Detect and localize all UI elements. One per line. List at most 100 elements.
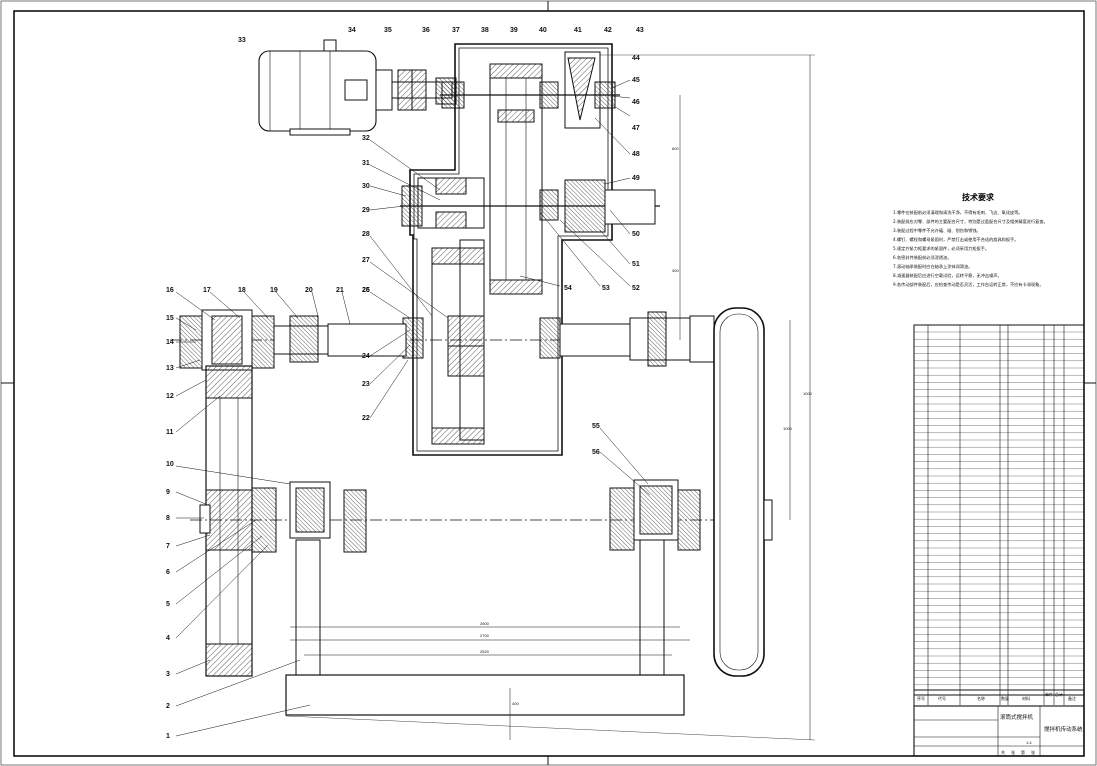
tech-note-9: 9.各传动部件装配后，应检查传动是否灵活，工作台运转正常，不应有卡滞现象。 <box>893 281 1044 288</box>
roller-shaft-assembly <box>190 479 770 553</box>
tech-note-3: 3.装配过程中零件不允许磕、碰、划伤和锈蚀。 <box>893 227 981 234</box>
bom-header-name: 名称 <box>977 695 985 701</box>
part-label-25: 25 <box>362 287 370 294</box>
part-label-7: 7 <box>166 543 170 550</box>
part-label-38: 38 <box>481 27 489 34</box>
part-label-18: 18 <box>238 287 246 294</box>
part-label-1: 1 <box>166 733 170 740</box>
bom-header-code: 代号 <box>938 695 946 701</box>
part-label-43: 43 <box>636 27 644 34</box>
dimension-texts: 2600 2700 2520 400 600 300 1000 1000 <box>480 146 813 706</box>
title-block-scale: 1:4 <box>1026 740 1032 745</box>
title-block: 滚筒式搅拌机 搅拌机传动系统 1:4 共 张 第 张 <box>913 705 1085 757</box>
part-label-4: 4 <box>166 635 170 642</box>
right-tire-wheel <box>713 307 773 677</box>
part-label-33: 33 <box>238 37 246 44</box>
part-label-2: 2 <box>166 703 170 710</box>
part-label-34: 34 <box>348 27 356 34</box>
dim-300: 300 <box>672 268 679 273</box>
part-label-55: 55 <box>592 423 600 430</box>
part-labels: 16 17 18 19 20 21 25 15 14 13 12 11 10 9… <box>166 27 644 740</box>
tech-note-5: 5.规定拧紧力矩要求的紧固件，必须采用力矩扳手。 <box>893 245 989 252</box>
part-label-40: 40 <box>539 27 547 34</box>
part-label-32: 32 <box>362 135 370 142</box>
tech-note-7: 7.滚动轴承装配时应在轴承上涂抹润滑油。 <box>893 263 972 270</box>
part-label-5: 5 <box>166 601 170 608</box>
sheet-mark-2: 张 <box>1011 749 1015 755</box>
part-label-41: 41 <box>574 27 582 34</box>
part-label-56: 56 <box>592 449 600 456</box>
part-label-49: 49 <box>632 175 640 182</box>
tech-note-2: 2.装配前应对零、部件的主要配合尺寸，特别是过盈配合尺寸及相关精度进行复查。 <box>893 218 1048 225</box>
main-shaft-assembly <box>170 309 720 371</box>
part-label-16: 16 <box>166 287 174 294</box>
leader-lines <box>175 79 651 737</box>
tech-note-4: 4.螺钉、螺栓和螺母紧固时，严禁打击或使用不合适的旋具和扳手。 <box>893 236 1018 243</box>
part-label-24: 24 <box>362 353 370 360</box>
part-label-14: 14 <box>166 339 174 346</box>
bom-header-unit: 单件 <box>1045 691 1053 697</box>
dimension-lines <box>285 54 816 741</box>
part-label-47: 47 <box>632 125 640 132</box>
dim-2600: 2600 <box>480 621 490 626</box>
part-label-51: 51 <box>632 261 640 268</box>
dim-400: 400 <box>512 701 519 706</box>
part-label-6: 6 <box>166 569 170 576</box>
sheet-mark-1: 共 <box>1001 749 1005 755</box>
part-label-22: 22 <box>362 415 370 422</box>
gearbox-housing <box>400 43 660 456</box>
part-label-31: 31 <box>362 160 370 167</box>
part-label-50: 50 <box>632 231 640 238</box>
tech-note-6: 6.各密封件装配前必须浸透油。 <box>893 254 951 261</box>
part-label-44: 44 <box>632 55 640 62</box>
part-label-53: 53 <box>602 285 610 292</box>
input-coupling <box>391 69 457 111</box>
part-label-9: 9 <box>166 489 170 496</box>
part-label-35: 35 <box>384 27 392 34</box>
dim-2700: 2700 <box>480 633 490 638</box>
part-label-36: 36 <box>422 27 430 34</box>
part-label-13: 13 <box>166 365 174 372</box>
part-label-12: 12 <box>166 393 174 400</box>
part-label-10: 10 <box>166 461 174 468</box>
part-label-42: 42 <box>604 27 612 34</box>
part-label-19: 19 <box>270 287 278 294</box>
part-label-48: 48 <box>632 151 640 158</box>
technical-requirements: 技术要求 1.零件在装配前必须清理和清洗干净，不得有毛刺、飞边、氧化皮等。 2.… <box>893 192 1048 288</box>
part-label-17: 17 <box>203 287 211 294</box>
tech-note-8: 8.减速器装配后应进行空载试验，运转平稳，无冲击噪声。 <box>893 272 1002 279</box>
sheet-mark-4: 张 <box>1031 749 1035 755</box>
part-label-23: 23 <box>362 381 370 388</box>
part-label-28: 28 <box>362 231 370 238</box>
part-label-37: 37 <box>452 27 460 34</box>
dim-1000: 1000 <box>803 391 813 396</box>
part-label-3: 3 <box>166 671 170 678</box>
part-label-52: 52 <box>632 285 640 292</box>
dim-2520: 2520 <box>480 649 490 654</box>
part-label-27: 27 <box>362 257 370 264</box>
left-support-wheel <box>199 365 253 677</box>
part-label-8: 8 <box>166 515 170 522</box>
part-label-11: 11 <box>166 429 174 436</box>
dim-1000b: 1000 <box>783 426 793 431</box>
tech-note-1: 1.零件在装配前必须清理和清洗干净，不得有毛刺、飞边、氧化皮等。 <box>893 209 1023 216</box>
part-label-45: 45 <box>632 77 640 84</box>
bom-header-qty: 数量 <box>1001 695 1009 701</box>
part-label-26: 26 <box>362 287 370 294</box>
part-label-39: 39 <box>510 27 518 34</box>
bom-header-remark: 备注 <box>1068 695 1076 701</box>
title-block-name: 滚筒式搅拌机 <box>1000 713 1034 721</box>
part-label-21: 21 <box>336 287 344 294</box>
part-label-15: 15 <box>166 315 174 322</box>
part-label-46: 46 <box>632 99 640 106</box>
support-frame <box>285 539 690 716</box>
part-label-30: 30 <box>362 183 370 190</box>
tech-title: 技术要求 <box>962 192 995 202</box>
dim-600: 600 <box>672 146 679 151</box>
part-label-29: 29 <box>362 207 370 214</box>
bom-header-index: 序号 <box>917 695 925 701</box>
bom-header-material: 材料 <box>1022 695 1030 701</box>
sheet-mark-3: 第 <box>1021 749 1025 755</box>
